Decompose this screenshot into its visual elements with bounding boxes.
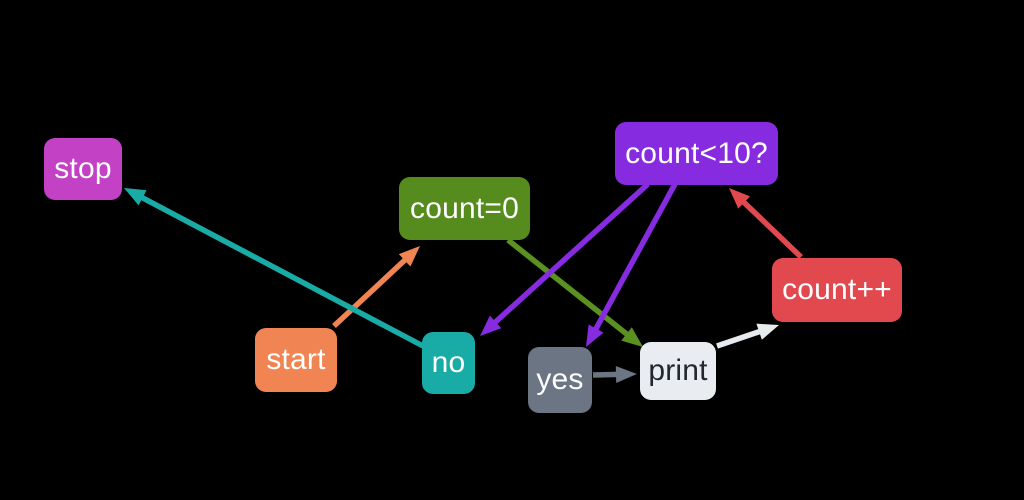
edge-line <box>592 371 620 378</box>
arrowhead-icon <box>124 188 147 206</box>
node-print[interactable]: print <box>640 342 716 400</box>
edge-print-to-count-inc <box>716 323 779 349</box>
edge-condition-to-yes <box>586 182 678 347</box>
node-label: stop <box>54 152 112 185</box>
node-stop[interactable]: stop <box>44 138 122 200</box>
node-no[interactable]: no <box>422 332 475 394</box>
edge-line <box>716 328 763 349</box>
edge-line <box>592 182 678 333</box>
arrowhead-icon <box>480 315 502 336</box>
arrowhead-icon <box>398 246 420 267</box>
edge-start-to-count-init <box>332 246 420 329</box>
edge-condition-to-no <box>480 181 650 336</box>
edge-count-inc-to-condition <box>729 188 803 259</box>
node-label: no <box>431 346 466 379</box>
node-yes[interactable]: yes <box>528 347 592 413</box>
edge-yes-to-print <box>592 365 637 383</box>
edge-line <box>332 256 409 329</box>
node-start[interactable]: start <box>255 328 337 392</box>
node-label: count<10? <box>625 136 768 170</box>
edge-line <box>138 193 425 349</box>
node-count-inc[interactable]: count++ <box>772 258 902 322</box>
node-label: print <box>648 354 708 387</box>
arrowhead-icon <box>621 327 643 347</box>
edge-count-init-to-print <box>506 237 643 347</box>
node-condition[interactable]: count<10? <box>615 122 778 185</box>
node-label: count=0 <box>410 191 519 225</box>
edge-no-to-stop <box>124 188 425 349</box>
arrowhead-icon <box>756 323 779 340</box>
edge-line <box>491 181 650 326</box>
arrowhead-icon <box>729 188 751 209</box>
arrowhead-icon <box>615 365 637 383</box>
edge-line <box>506 237 631 338</box>
node-count-init[interactable]: count=0 <box>399 177 530 240</box>
arrowhead-icon <box>586 324 604 347</box>
node-label: yes <box>536 363 584 396</box>
edge-line <box>740 198 803 259</box>
node-label: count++ <box>782 273 892 306</box>
node-label: start <box>266 343 326 376</box>
